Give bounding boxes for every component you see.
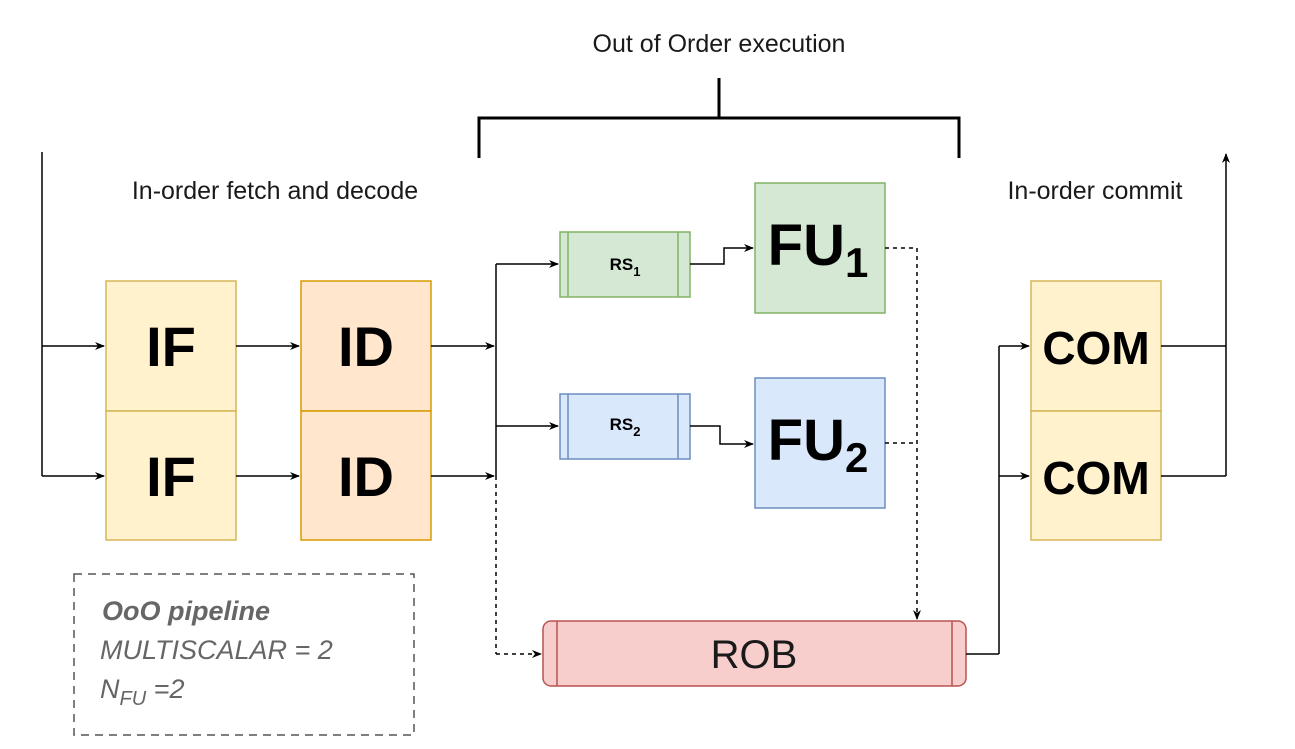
note-multiscalar: MULTISCALAR = 2 bbox=[100, 635, 333, 665]
rs2-label: RS2 bbox=[610, 415, 641, 439]
note-title: OoO pipeline bbox=[102, 596, 270, 626]
config-note-box bbox=[73, 573, 415, 736]
in-order-commit-label: In-order commit bbox=[1007, 177, 1182, 205]
ooo-bracket bbox=[477, 78, 961, 158]
fu2-label: FU2 bbox=[768, 408, 869, 481]
dispatch-bus bbox=[431, 260, 559, 480]
id-label-top: ID bbox=[338, 315, 394, 378]
rs1-block bbox=[559, 231, 691, 298]
rob-to-com bbox=[966, 342, 1030, 655]
if-label-bottom: IF bbox=[146, 445, 196, 508]
if-label-top: IF bbox=[146, 315, 196, 378]
fu1-block bbox=[754, 182, 886, 314]
fu1-label: FU1 bbox=[768, 213, 869, 286]
com-block-top bbox=[1030, 280, 1162, 412]
rs2-block bbox=[559, 393, 691, 460]
com-label-top: COM bbox=[1042, 322, 1149, 374]
rs1-label: RS1 bbox=[610, 255, 641, 279]
fu-to-rob bbox=[885, 247, 921, 620]
id-label-bottom: ID bbox=[338, 445, 394, 508]
id-block-bottom bbox=[300, 410, 432, 541]
commit-output bbox=[1161, 153, 1230, 477]
rs-to-fu-arrows bbox=[690, 244, 754, 448]
if-to-id-arrows bbox=[236, 342, 300, 480]
note-nfu: NFU =2 bbox=[100, 674, 184, 710]
input-wires bbox=[41, 152, 105, 480]
com-label-bottom: COM bbox=[1042, 452, 1149, 504]
fu2-block bbox=[754, 377, 886, 509]
if-block-top bbox=[105, 280, 237, 412]
dispatch-to-rob bbox=[495, 476, 542, 658]
rob-label: ROB bbox=[711, 633, 798, 677]
if-block-bottom bbox=[105, 410, 237, 541]
ooo-execution-label: Out of Order execution bbox=[593, 30, 846, 58]
com-block-bottom bbox=[1030, 410, 1162, 541]
in-order-fetch-label: In-order fetch and decode bbox=[132, 177, 418, 205]
